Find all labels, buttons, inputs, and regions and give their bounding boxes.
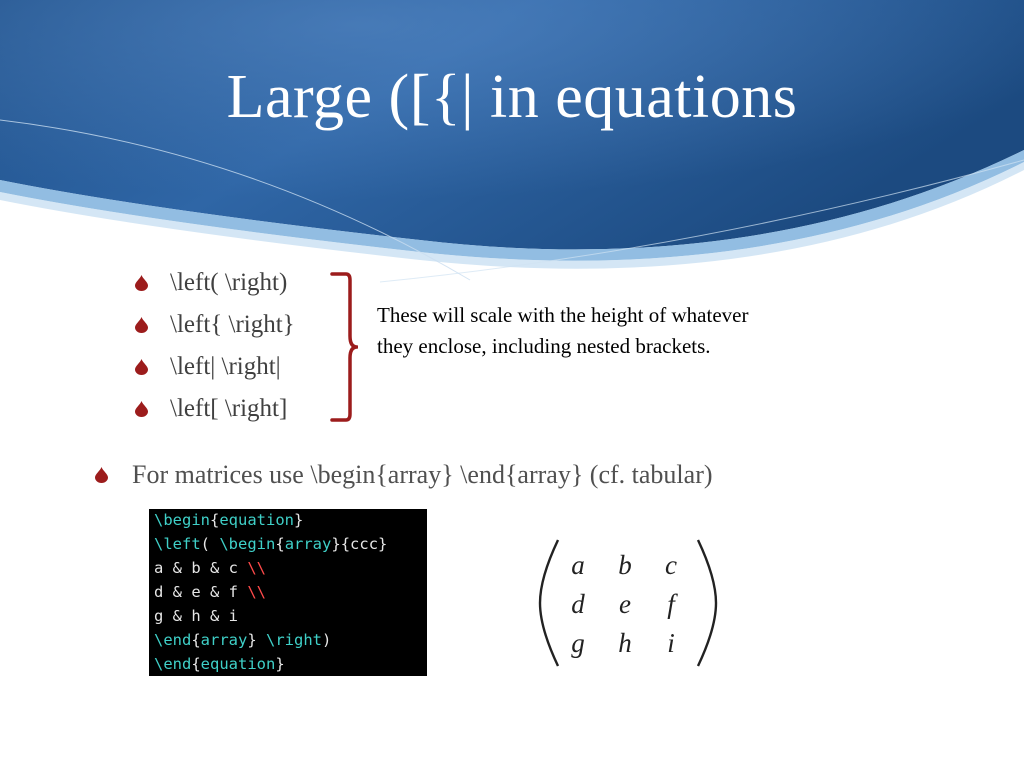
code-line: \begin{equation} [154, 511, 304, 529]
rendered-matrix: a b c d e f g h i [538, 538, 718, 668]
drop-icon [95, 467, 108, 483]
code-line: g & h & i [154, 607, 238, 625]
drop-icon [135, 275, 148, 291]
drop-icon [135, 359, 148, 375]
slide-title: Large ([{| in equations [226, 63, 798, 131]
sub-bullet-text: \left| \right| [170, 353, 281, 380]
drop-icon [135, 317, 148, 333]
left-paren [538, 539, 560, 667]
sub-bullet-text: \left{ \right} [170, 311, 295, 338]
drop-icon [135, 401, 148, 417]
brace-note: These will scale with the height of what… [377, 303, 749, 358]
code-line: \end{equation} [154, 655, 285, 673]
code-line: \end{array} \right) [154, 631, 332, 649]
right-paren [696, 539, 718, 667]
code-line: \left( \begin{array}{ccc} [154, 535, 388, 553]
matrix-cell: b [618, 550, 632, 580]
matrix-cell: a [571, 550, 585, 580]
matrix-cell: d [571, 589, 585, 619]
sub-bullet-left-right-brace: \left{ \right} [135, 311, 295, 339]
code-line: a & b & c \\ [154, 559, 266, 577]
matrix-cell: e [619, 589, 631, 619]
sub-bullet-text: \left[ \right] [170, 395, 288, 422]
sub-bullet-left-right-bar: \left| \right| [135, 353, 281, 381]
matrix-cell: i [667, 628, 675, 658]
main-bullet-text: For matrices use \begin{array} \end{arra… [132, 460, 713, 489]
sub-bullet-left-right-bracket: \left[ \right] [135, 395, 287, 423]
matrix-cell: f [667, 589, 675, 619]
right-curly-brace [330, 272, 358, 422]
code-line: d & e & f \\ [154, 583, 266, 601]
matrix-cell: c [665, 550, 677, 580]
latex-code-sample: \begin{equation} \left( \begin{array}{cc… [149, 509, 427, 676]
main-bullet-matrices: For matrices use \begin{array} \end{arra… [95, 460, 713, 490]
matrix-cell: h [618, 628, 632, 658]
sub-bullet-text: \left( \right) [170, 269, 288, 296]
matrix-cell: g [571, 628, 585, 658]
sub-bullet-left-right-paren: \left( \right) [135, 269, 287, 297]
header-background [0, 0, 1024, 283]
